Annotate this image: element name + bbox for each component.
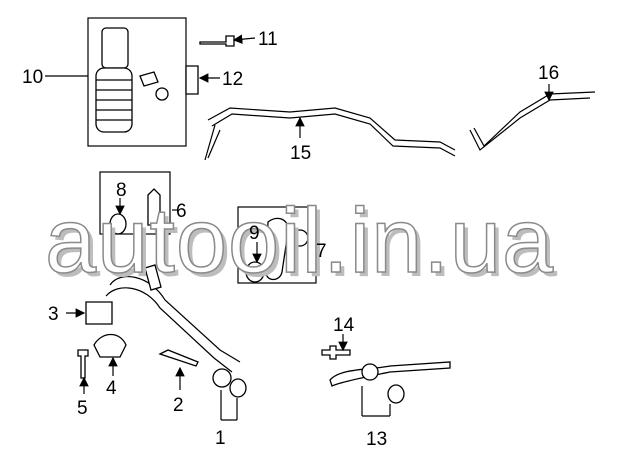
callout-6: 6: [176, 201, 187, 222]
stabilizer-lines-part-15-16: [204, 91, 596, 161]
callout-16: 16: [538, 63, 559, 84]
callout-8: 8: [116, 180, 127, 201]
callout-14: 14: [333, 315, 355, 336]
callout-7: 7: [316, 241, 327, 262]
link-part-6-8: [99, 171, 171, 235]
shock-absorber-part-10: [87, 17, 187, 147]
control-arm-part-13: [329, 361, 451, 404]
callout-11: 11: [258, 29, 278, 50]
bushing-part-3: [85, 301, 113, 325]
watermark: autooil.in.ua autooil.in.ua: [44, 189, 558, 296]
bolt-part-14: [321, 345, 351, 360]
callout-12: 12: [222, 69, 243, 90]
bolt-part-11: [199, 35, 235, 47]
svg-text:autooil.in.ua: autooil.in.ua: [49, 194, 558, 296]
callout-5: 5: [77, 398, 88, 419]
bracket-part-4: [93, 333, 127, 358]
callout-1: 1: [215, 428, 226, 449]
callout-13: 13: [366, 429, 387, 450]
svg-text:autooil.in.ua: autooil.in.ua: [45, 190, 554, 292]
link-part-7-9: [237, 206, 317, 284]
stabilizer-bar-part-1: [105, 264, 247, 398]
bolt-part-5: [77, 349, 89, 379]
callout-2: 2: [173, 395, 184, 416]
callout-9: 9: [249, 223, 260, 244]
callout-3: 3: [48, 304, 59, 325]
callout-4: 4: [106, 378, 117, 399]
callout-10: 10: [22, 67, 43, 88]
bolt-part-2: [158, 349, 199, 367]
callout-15: 15: [290, 143, 311, 164]
leader-lines: [45, 34, 554, 421]
bracket-part-12: [185, 65, 199, 95]
